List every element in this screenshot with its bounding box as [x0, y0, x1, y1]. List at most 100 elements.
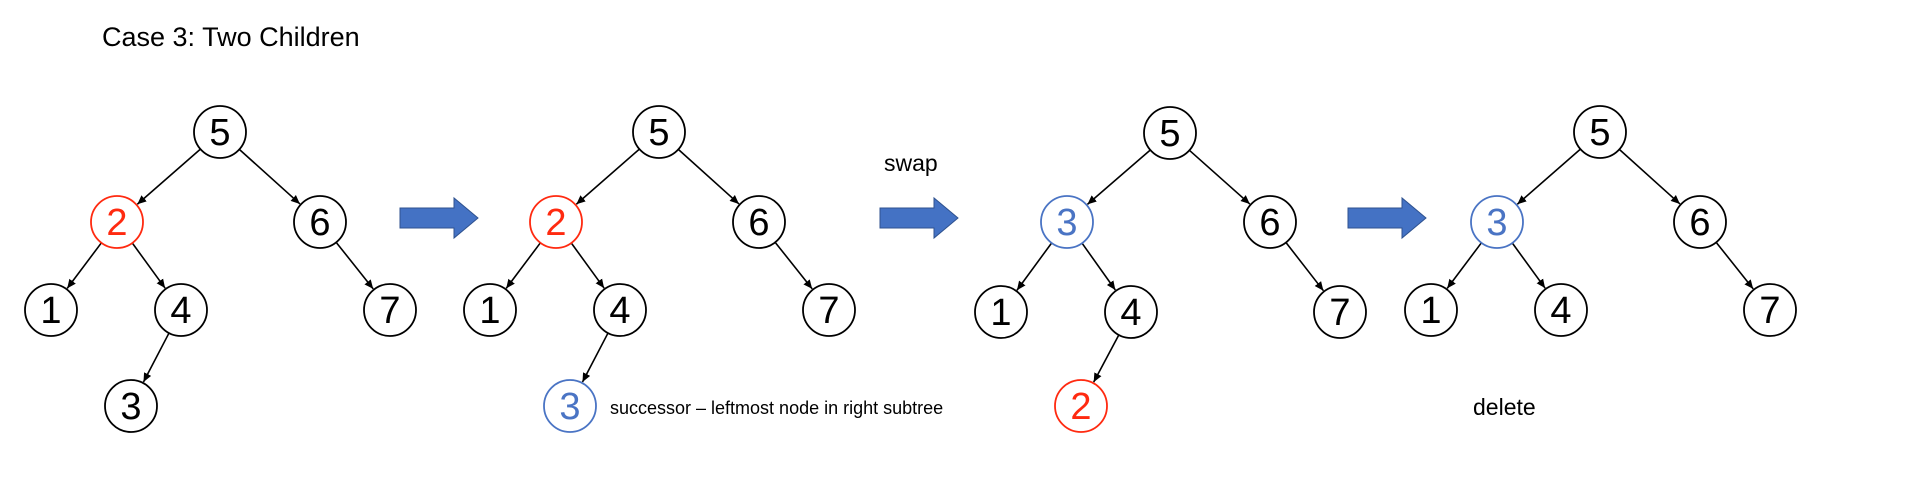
tree-3-swapped: 5 3 6 1 4 7 2 — [974, 106, 1367, 433]
edge-3-1 — [1016, 242, 1053, 291]
node-circle — [1243, 195, 1297, 249]
node-circle — [1673, 195, 1727, 249]
tree-4-deleted: 5 3 6 1 4 7 — [1404, 105, 1797, 337]
edge-3-1 — [1446, 242, 1483, 289]
node-label: 1 — [40, 290, 61, 332]
node-circle — [154, 283, 208, 337]
node-6: 6 — [732, 195, 786, 249]
node-label: 7 — [1329, 292, 1350, 334]
trees-layer: 5 2 6 1 4 7 3 5 2 6 1 4 7 3 5 3 6 1 4 7 2 5 3 6 1 4 7 — [24, 105, 1797, 433]
node-circle — [1054, 379, 1108, 433]
node-circle — [1573, 105, 1627, 159]
edge-6-7 — [1715, 241, 1754, 290]
edge-4-2 — [1092, 334, 1120, 383]
delete-note: delete — [1473, 394, 1536, 420]
node-3: 3 — [104, 379, 158, 433]
edge-5-3 — [1516, 148, 1581, 205]
node-label: 6 — [748, 202, 769, 244]
node-label: 3 — [1056, 202, 1077, 244]
node-circle — [90, 195, 144, 249]
edge-3-4 — [1511, 242, 1546, 289]
edge-5-2 — [575, 148, 640, 205]
node-circle — [1534, 283, 1588, 337]
node-label: 2 — [545, 202, 566, 244]
node-circle — [193, 105, 247, 159]
node-3: 3 — [1470, 195, 1524, 249]
node-circle — [1143, 106, 1197, 160]
arrows-layer — [399, 196, 1427, 240]
edge-3-4 — [1081, 242, 1117, 291]
node-1: 1 — [974, 285, 1028, 339]
edge-5-6 — [238, 148, 301, 205]
edge-5-6 — [677, 148, 740, 205]
node-label: 2 — [106, 202, 127, 244]
node-label: 4 — [1550, 290, 1571, 332]
node-label: 2 — [1070, 386, 1091, 428]
node-label: 5 — [1159, 113, 1180, 155]
node-6: 6 — [1243, 195, 1297, 249]
node-7: 7 — [1313, 285, 1367, 339]
node-5: 5 — [1573, 105, 1627, 159]
edge-6-7 — [774, 241, 813, 290]
edge-5-6 — [1188, 149, 1251, 205]
node-5: 5 — [193, 105, 247, 159]
node-circle — [1470, 195, 1524, 249]
node-label: 7 — [379, 290, 400, 332]
node-5: 5 — [1143, 106, 1197, 160]
arrow-3 — [1347, 196, 1427, 240]
node-6: 6 — [1673, 195, 1727, 249]
edge-4-3 — [581, 332, 609, 383]
node-circle — [463, 283, 517, 337]
node-circle — [593, 283, 647, 337]
node-1: 1 — [463, 283, 517, 337]
edge-5-3 — [1086, 149, 1151, 205]
node-4: 4 — [1534, 283, 1588, 337]
node-label: 5 — [209, 112, 230, 154]
edge-2-4 — [570, 242, 605, 289]
arrow-2 — [879, 196, 959, 240]
node-circle — [24, 283, 78, 337]
edge-2-4 — [131, 242, 166, 289]
node-circle — [543, 379, 597, 433]
node-2: 2 — [529, 195, 583, 249]
node-3: 3 — [543, 379, 597, 433]
node-label: 3 — [120, 386, 141, 428]
edge-5-6 — [1618, 148, 1681, 205]
node-label: 4 — [1120, 292, 1141, 334]
node-label: 3 — [559, 386, 580, 428]
node-label: 3 — [1486, 202, 1507, 244]
node-circle — [1404, 283, 1458, 337]
node-4: 4 — [154, 283, 208, 337]
arrow-1 — [399, 196, 479, 240]
node-circle — [802, 283, 856, 337]
node-circle — [974, 285, 1028, 339]
node-label: 6 — [1259, 202, 1280, 244]
node-5: 5 — [632, 105, 686, 159]
node-1: 1 — [24, 283, 78, 337]
node-circle — [1040, 195, 1094, 249]
node-7: 7 — [802, 283, 856, 337]
node-7: 7 — [1743, 283, 1797, 337]
node-label: 4 — [170, 290, 191, 332]
node-label: 4 — [609, 290, 630, 332]
node-label: 6 — [309, 202, 330, 244]
swap-label: swap — [884, 150, 938, 176]
edge-4-3 — [142, 332, 170, 383]
tree-1-original: 5 2 6 1 4 7 3 — [24, 105, 417, 433]
node-7: 7 — [363, 283, 417, 337]
node-label: 6 — [1689, 202, 1710, 244]
node-1: 1 — [1404, 283, 1458, 337]
node-circle — [529, 195, 583, 249]
edge-6-7 — [1285, 242, 1325, 292]
node-label: 7 — [1759, 290, 1780, 332]
node-label: 1 — [990, 292, 1011, 334]
node-circle — [1743, 283, 1797, 337]
node-2: 2 — [90, 195, 144, 249]
node-circle — [293, 195, 347, 249]
node-label: 5 — [648, 112, 669, 154]
node-label: 7 — [818, 290, 839, 332]
node-label: 5 — [1589, 112, 1610, 154]
node-2: 2 — [1054, 379, 1108, 433]
node-4: 4 — [593, 283, 647, 337]
